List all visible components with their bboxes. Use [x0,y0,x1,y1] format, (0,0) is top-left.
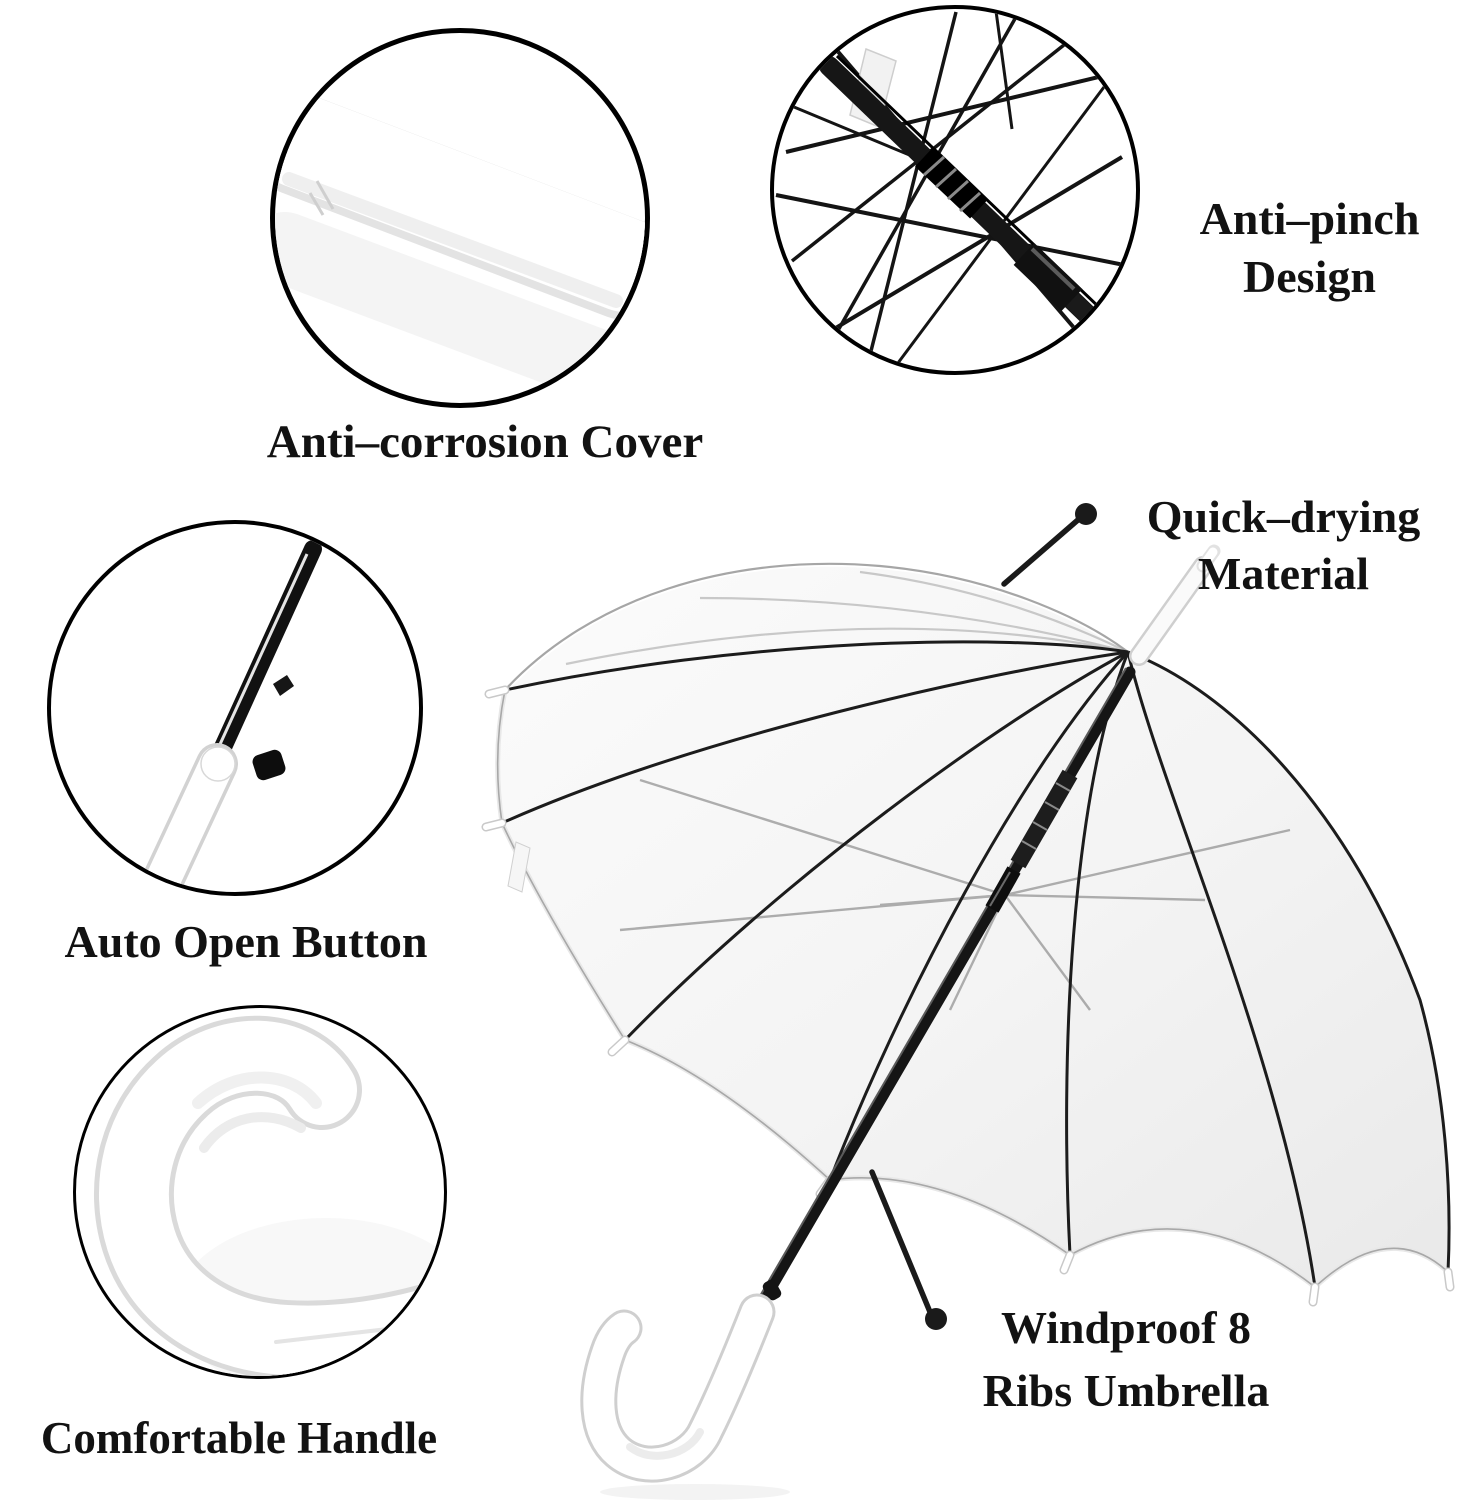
canopy-film [497,563,1450,1287]
quick-drying-label: Quick–drying Material [1100,488,1467,602]
umbrella-ferrule [1129,544,1221,666]
cover-end-detail [308,180,335,216]
windproof-label-line1: Windproof 8 [1000,1302,1252,1353]
handle-reflection [600,1484,790,1500]
shaft [205,540,322,776]
quick-drying-label-line1: Quick–drying [1146,491,1421,542]
anti-pinch-label-line1: Anti–pinch [1199,193,1420,244]
anti-corrosion-label: Anti–corrosion Cover [266,416,704,468]
rib-tip-caps [481,685,1455,1307]
windproof-label: Windproof 8 Ribs Umbrella [925,1296,1327,1422]
anti-corrosion-cover-detail-circle [270,28,650,408]
quick-drying-callout [1001,503,1097,587]
white-grip [134,743,238,892]
umbrella-handle [580,1293,790,1500]
auto-open-label: Auto Open Button [64,916,428,967]
stretchers [619,778,1291,1011]
comfortable-handle-label: Comfortable Handle [40,1413,438,1463]
white-j-handle-closeup [93,1015,444,1376]
auto-open-button-nub [762,1279,782,1301]
auto-open-button-closeup [134,540,322,892]
auto-open-detail-circle [47,520,423,896]
anti-pinch-label: Anti–pinch Design [1152,190,1467,306]
quick-drying-callout-line [1001,516,1082,587]
center-shaft [819,54,1105,332]
shaft-clip [273,675,294,696]
back-ribs [565,570,1129,666]
windproof-bullet-dot [925,1308,947,1330]
windproof-callout [869,1169,947,1330]
quick-drying-bullet-dot [1075,503,1097,525]
quick-drying-label-line2: Material [1197,548,1370,599]
windproof-callout-line [869,1169,933,1315]
anti-pinch-label-line2: Design [1243,251,1376,302]
open-button [252,749,286,781]
anti-pinch-detail-circle [770,5,1140,375]
anti-pinch-ribs-closeup [775,10,1135,371]
anti-corrosion-cover-closeup [275,94,645,403]
windproof-label-line2: Ribs Umbrella [982,1365,1270,1416]
umbrella-shaft [751,666,1136,1318]
umbrella-canopy [481,560,1455,1307]
spring-coils [922,155,982,213]
handle-detail-circle [73,1005,447,1379]
handle-hook [93,1015,444,1376]
film-tab [507,841,531,893]
